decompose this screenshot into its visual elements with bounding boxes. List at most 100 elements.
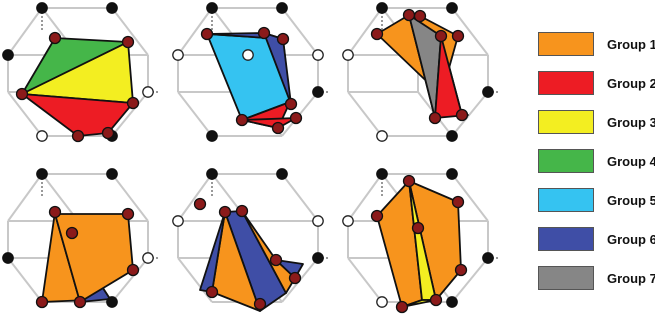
red-node — [402, 8, 416, 22]
white-node — [172, 215, 184, 227]
red-node — [288, 271, 302, 285]
red-node — [455, 108, 469, 122]
panel-bottom-middle — [172, 168, 330, 312]
black-node — [446, 296, 458, 308]
black-node — [376, 168, 388, 180]
frame-edge — [177, 257, 213, 303]
red-node — [218, 205, 232, 219]
legend-label: Group 2 — [607, 75, 655, 91]
red-node — [235, 204, 249, 218]
red-node — [193, 197, 207, 211]
group-2-region — [241, 117, 297, 129]
red-node — [451, 29, 465, 43]
red-node — [48, 31, 62, 45]
red-node — [253, 297, 267, 311]
legend-swatch — [538, 110, 594, 134]
legend-item-group-6: Group 6 — [538, 225, 655, 253]
frame-edge — [111, 91, 149, 137]
black-node — [36, 168, 48, 180]
red-node — [271, 121, 285, 135]
frame-edge — [347, 7, 383, 56]
red-node — [101, 126, 115, 140]
red-node — [65, 226, 79, 240]
red-node — [235, 113, 249, 127]
legend-item-group-1: Group 1 — [538, 30, 655, 58]
black-node — [106, 2, 118, 14]
red-node — [370, 27, 384, 41]
group-6-region — [263, 32, 292, 105]
white-node — [312, 215, 324, 227]
black-node — [206, 168, 218, 180]
red-node — [205, 285, 219, 299]
frame-edge — [7, 173, 43, 222]
frame-edge — [451, 7, 489, 56]
red-node — [73, 295, 87, 309]
white-node — [376, 296, 388, 308]
legend-swatch — [538, 149, 594, 173]
white-node — [142, 86, 154, 98]
legend-label: Group 1 — [607, 36, 655, 52]
black-node — [376, 2, 388, 14]
red-node — [35, 295, 49, 309]
red-node — [428, 111, 442, 125]
black-node — [276, 168, 288, 180]
white-node — [36, 130, 48, 142]
red-node — [257, 26, 271, 40]
red-node — [121, 207, 135, 221]
black-node — [106, 168, 118, 180]
legend-item-group-4: Group 4 — [538, 147, 655, 175]
legend-swatch — [538, 71, 594, 95]
black-node — [2, 49, 14, 61]
legend-label: Group 3 — [607, 114, 655, 130]
black-node — [446, 2, 458, 14]
frame-edge — [177, 7, 213, 56]
panel-bottom-right — [342, 168, 500, 314]
frame-edge — [347, 173, 383, 222]
black-node — [276, 2, 288, 14]
frame-edge — [177, 173, 213, 222]
frame-edge — [111, 7, 149, 56]
red-node — [269, 253, 283, 267]
legend-swatch — [538, 32, 594, 56]
frame-edge — [111, 257, 149, 303]
red-node — [289, 111, 303, 125]
red-node — [71, 129, 85, 143]
black-node — [446, 168, 458, 180]
red-node — [454, 263, 468, 277]
legend-item-group-7: Group 7 — [538, 264, 655, 292]
black-node — [206, 2, 218, 14]
black-node — [446, 130, 458, 142]
red-node — [126, 96, 140, 110]
red-node — [411, 221, 425, 235]
panel-top-left — [2, 2, 160, 143]
frame-edge — [281, 173, 319, 222]
legend-swatch — [538, 188, 594, 212]
legend-item-group-2: Group 2 — [538, 69, 655, 97]
figure-canvas — [2, 2, 500, 314]
frame-edge — [347, 257, 383, 303]
black-node — [312, 252, 324, 264]
red-node — [434, 29, 448, 43]
frame-edge — [7, 257, 43, 303]
legend-label: Group 5 — [607, 192, 655, 208]
black-node — [312, 86, 324, 98]
legend-item-group-5: Group 5 — [538, 186, 655, 214]
red-node — [413, 9, 427, 23]
white-node — [312, 49, 324, 61]
black-node — [2, 252, 14, 264]
frame-edge — [7, 91, 43, 137]
frame-edge — [281, 7, 319, 56]
legend-label: Group 6 — [607, 231, 655, 247]
white-node — [376, 130, 388, 142]
white-node — [342, 49, 354, 61]
red-node — [395, 300, 409, 314]
black-node — [36, 2, 48, 14]
white-node — [172, 49, 184, 61]
red-node — [48, 205, 62, 219]
frame-edge — [177, 91, 213, 137]
legend-swatch — [538, 266, 594, 290]
red-node — [126, 263, 140, 277]
red-node — [429, 293, 443, 307]
frame-edge — [451, 91, 489, 137]
frame-edge — [451, 257, 489, 303]
